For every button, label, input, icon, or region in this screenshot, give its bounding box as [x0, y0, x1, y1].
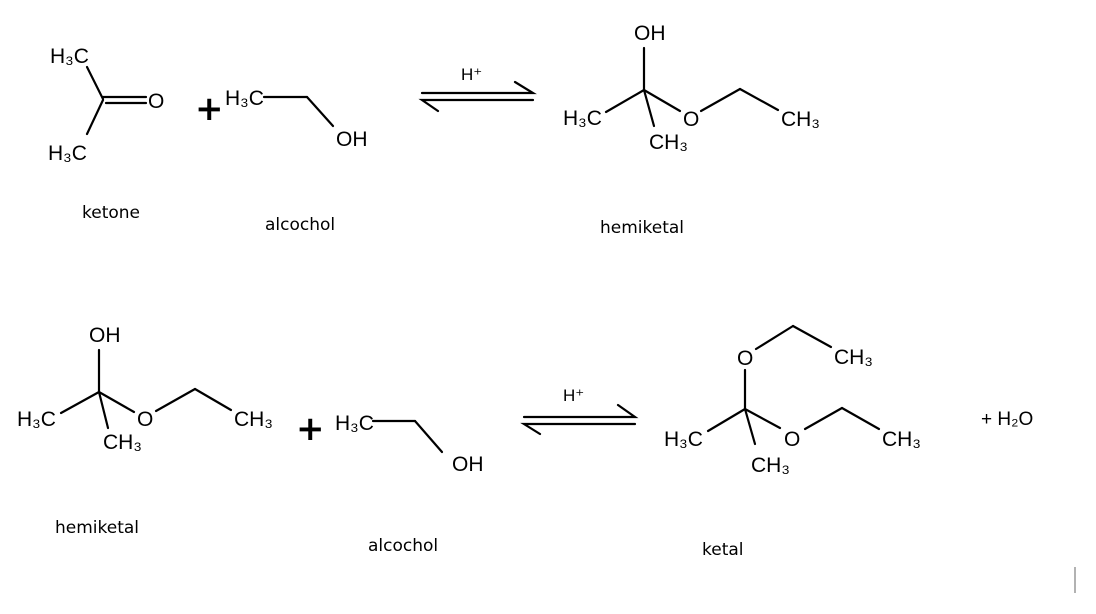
compound-label: alcochol: [265, 215, 335, 235]
atom-label: OH: [89, 324, 121, 347]
bond: [85, 65, 105, 101]
bond: [791, 324, 833, 349]
atom-label: OH: [634, 22, 666, 45]
atom-label: H₃C: [335, 412, 374, 435]
bond: [193, 387, 233, 412]
atom-label: CH₃: [649, 131, 688, 154]
bond: [743, 407, 782, 430]
equilibrium-arrow: H⁺: [520, 386, 639, 436]
forward-arrow: [420, 80, 537, 95]
water-byproduct: + H₂O: [981, 409, 1033, 430]
bond: [840, 406, 881, 431]
atom-label: H₃C: [48, 142, 87, 165]
bond: [97, 390, 110, 430]
bond: [754, 324, 795, 351]
equilibrium-arrow: H⁺: [418, 65, 537, 113]
compound-label: ketal: [702, 540, 744, 560]
bond: [97, 390, 136, 414]
bond: [803, 406, 844, 431]
forward-arrow: [522, 403, 639, 419]
bond: [85, 98, 105, 136]
hemiketal-structure: OH H₃C CH₃ O CH₃ hemiketal: [563, 22, 820, 238]
bond: [59, 390, 101, 415]
plus-sign: +: [195, 89, 224, 129]
atom-label: H₃C: [225, 87, 264, 110]
atom-label: H₃C: [664, 428, 703, 451]
catalyst-label: H⁺: [563, 386, 584, 405]
atom-label: H₃C: [50, 45, 89, 68]
plus-sign: +: [296, 409, 325, 449]
reverse-arrow: [418, 98, 535, 113]
bond: [699, 87, 742, 113]
atom-label: OH: [452, 453, 484, 476]
compound-label: hemiketal: [600, 218, 684, 238]
bond: [604, 88, 646, 114]
bond: [738, 87, 780, 112]
atom-label: O: [137, 408, 153, 431]
ketone-structure: H₃C O H₃C ketone: [48, 45, 164, 223]
catalyst-label: H⁺: [461, 65, 482, 84]
alcohol-structure: H₃C OH alcochol: [225, 87, 368, 235]
bond: [413, 419, 444, 454]
atom-label: CH₃: [234, 408, 273, 431]
atom-label: OH: [336, 128, 368, 151]
atom-label: O: [148, 90, 164, 113]
bond: [743, 407, 757, 446]
compound-label: hemiketal: [55, 518, 139, 538]
atom-label: O: [683, 108, 699, 131]
bond: [642, 88, 682, 113]
atom-label: H₃C: [563, 107, 602, 130]
alcohol-structure: H₃C OH alcochol: [335, 412, 484, 556]
reverse-arrow: [520, 422, 637, 436]
bond: [305, 95, 335, 128]
bond: [642, 88, 656, 128]
bond: [706, 407, 747, 433]
atom-label: CH₃: [882, 428, 921, 451]
ketal-structure: O CH₃ H₃C CH₃ O CH₃ ketal: [664, 324, 921, 560]
compound-label: ketone: [82, 203, 140, 223]
hemiketal-structure: OH H₃C CH₃ O CH₃ hemiketal: [17, 324, 273, 538]
atom-label: O: [784, 428, 800, 451]
bond: [154, 387, 197, 413]
atom-label: O: [737, 347, 753, 370]
atom-label: CH₃: [103, 431, 142, 454]
atom-label: H₃C: [17, 408, 56, 431]
compound-label: alcochol: [368, 536, 438, 556]
atom-label: CH₃: [751, 454, 790, 477]
atom-label: CH₃: [781, 108, 820, 131]
atom-label: CH₃: [834, 346, 873, 369]
